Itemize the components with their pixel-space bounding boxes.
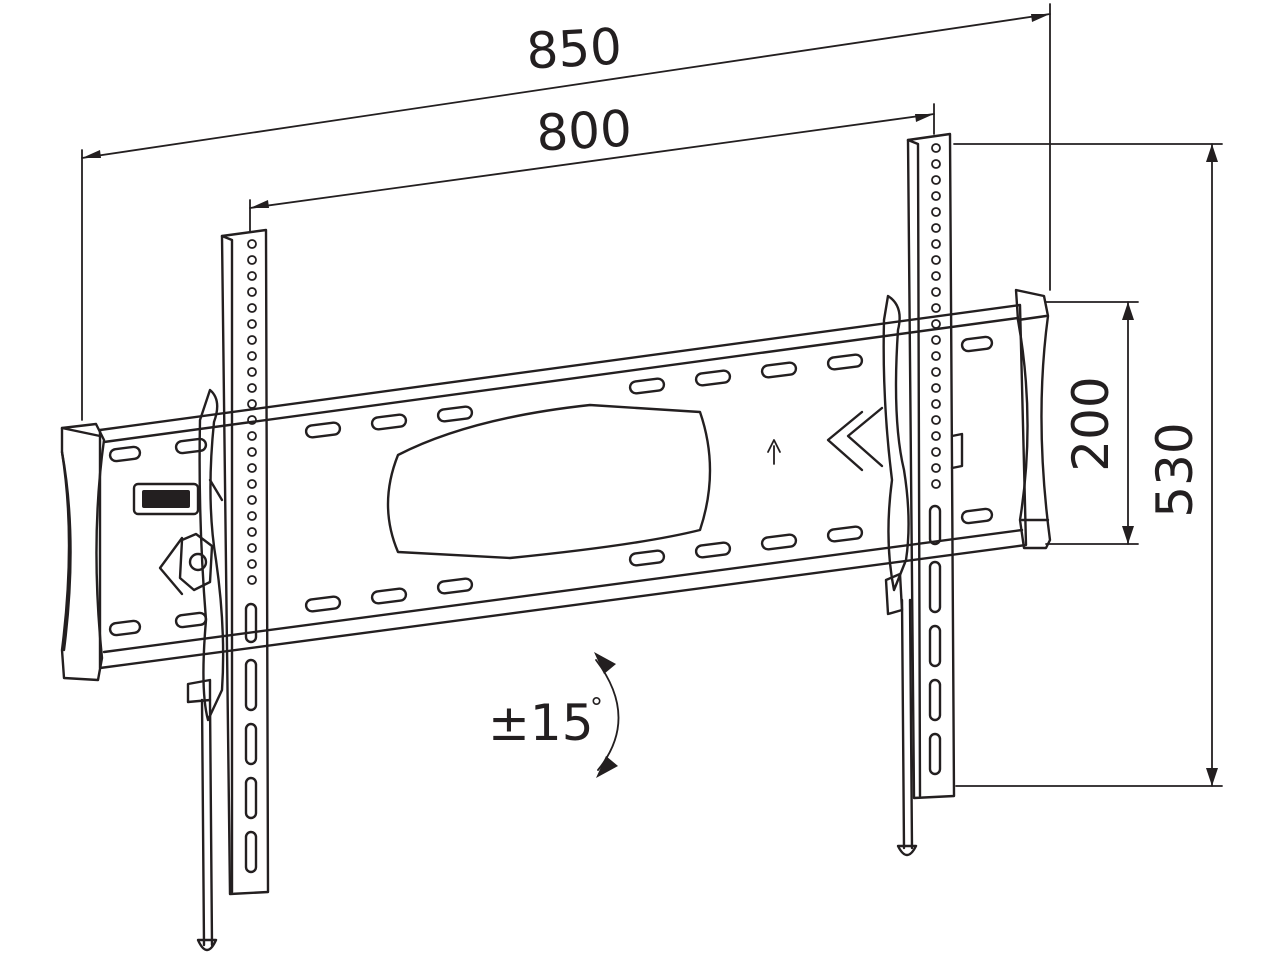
- overall-width-label: 850: [525, 18, 623, 81]
- dimension-200: [1045, 301, 1139, 545]
- slot-row-lower: [108, 507, 994, 637]
- wall-plate-height-label: 200: [1062, 376, 1120, 471]
- dimension-530: [953, 143, 1223, 787]
- safety-rod-left: [200, 698, 214, 947]
- degree-symbol: °: [590, 693, 603, 723]
- chevron-left-icon: [826, 406, 884, 472]
- tilt-angle-label: ±15: [488, 694, 594, 752]
- dimension-800: [249, 103, 935, 233]
- vesa-width-label: 800: [535, 100, 633, 163]
- right-arm-holes: [931, 143, 941, 489]
- dimension-850: [81, 3, 1051, 421]
- tilt-indicator: ±15 °: [488, 652, 620, 778]
- right-vertical-arm: [882, 132, 964, 857]
- left-end-cap: [60, 422, 106, 682]
- center-cutout: [386, 403, 712, 560]
- locking-knob: [178, 532, 214, 592]
- bubble-level-icon: [132, 482, 200, 516]
- left-arm-holes: [247, 239, 257, 585]
- safety-rod-right: [900, 598, 914, 850]
- right-arm-slots: [928, 504, 942, 776]
- left-vertical-arm: [178, 228, 270, 952]
- up-arrow-icon: [767, 439, 781, 465]
- bracket-height-label: 530: [1146, 422, 1204, 517]
- left-arm-slots: [244, 602, 258, 874]
- slot-row-upper: [108, 335, 994, 463]
